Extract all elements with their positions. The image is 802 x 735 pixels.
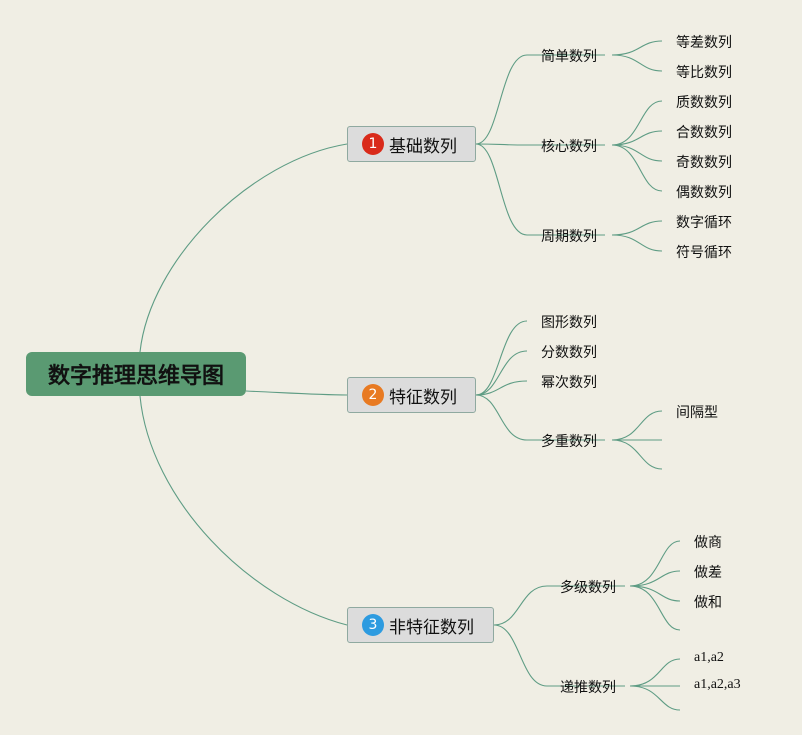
sub-node[interactable]: 简单数列 (541, 49, 597, 65)
sub-node[interactable]: 多级数列 (560, 580, 616, 596)
root-node[interactable]: 数字推理思维导图 (26, 352, 246, 396)
leaf-node[interactable]: 符号循环 (676, 245, 732, 261)
leaf-node[interactable]: 做差 (694, 565, 722, 581)
sub-node[interactable]: 分数数列 (541, 345, 597, 361)
leaf-node[interactable]: 合数数列 (676, 125, 732, 141)
link-root-b2 (245, 390, 348, 396)
leaf-node[interactable]: 质数数列 (676, 95, 732, 111)
link-root-b1 (139, 143, 348, 353)
number-badge-icon: 3 (362, 614, 384, 636)
sub-node[interactable]: 幂次数列 (541, 375, 597, 391)
sub-node[interactable]: 核心数列 (541, 139, 597, 155)
leaf-node[interactable]: 做商 (694, 535, 722, 551)
leaf-node[interactable]: 间隔型 (676, 405, 718, 421)
number-badge-icon: 1 (362, 133, 384, 155)
link-root-b3 (139, 395, 348, 626)
root-title: 数字推理思维导图 (47, 364, 224, 389)
leaf-node[interactable]: 奇数数列 (676, 155, 732, 171)
branch-node-2[interactable]: 2 特征数列 (347, 377, 476, 413)
sub-node[interactable]: 周期数列 (541, 229, 597, 245)
sub-node[interactable]: 多重数列 (541, 434, 597, 450)
leaf-node[interactable]: 等比数列 (676, 65, 732, 81)
branch-title: 非特征数列 (389, 617, 474, 638)
branch-title: 基础数列 (389, 136, 457, 157)
sub-node[interactable]: 图形数列 (541, 315, 597, 331)
branch-title: 特征数列 (389, 387, 457, 408)
leaf-node[interactable]: 数字循环 (676, 215, 732, 231)
branch-node-1[interactable]: 1 基础数列 (347, 126, 476, 162)
leaf-node[interactable]: 偶数数列 (676, 185, 732, 201)
branch-node-3[interactable]: 3 非特征数列 (347, 607, 494, 643)
sub-node[interactable]: 递推数列 (560, 680, 616, 696)
leaf-node[interactable]: a1,a2,a3 (694, 677, 741, 692)
number-badge-icon: 2 (362, 384, 384, 406)
leaf-node[interactable]: a1,a2 (694, 650, 724, 665)
leaf-node[interactable]: 做和 (694, 595, 722, 611)
leaf-node[interactable]: 等差数列 (676, 35, 732, 51)
